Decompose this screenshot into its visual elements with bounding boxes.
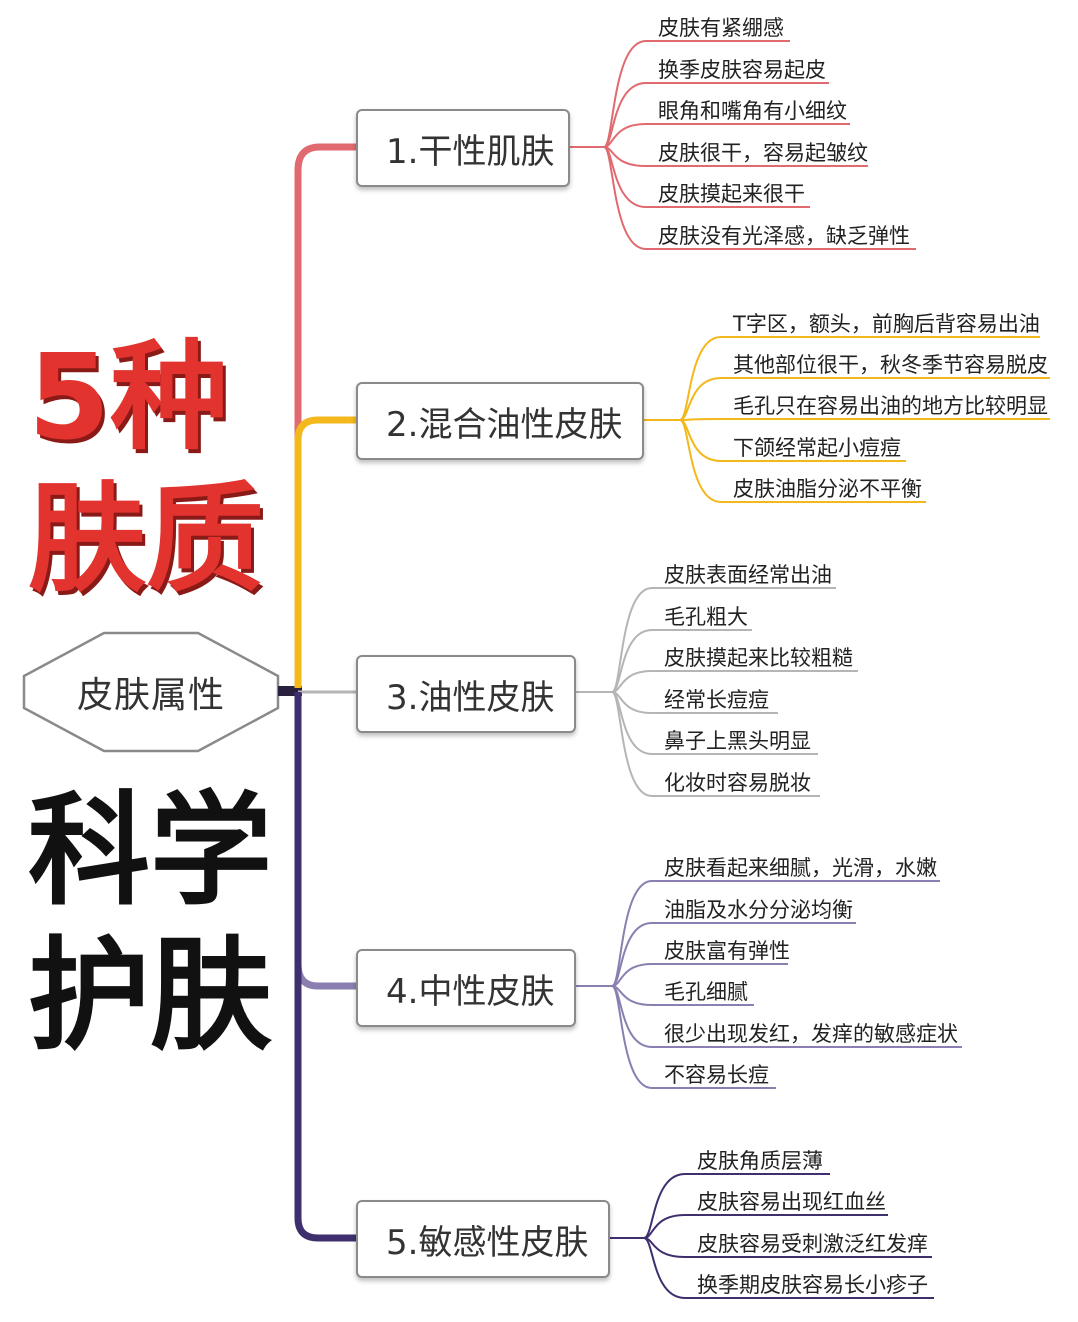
category-neutral-skin: 4.中性皮肤: [356, 949, 576, 1027]
leaf-connector: [611, 985, 776, 1089]
leaf-connector: [603, 146, 916, 250]
leaf-item: 皮肤很干，容易起皱纹: [658, 141, 868, 165]
category-sensitive-skin: 5.敏感性皮肤: [356, 1200, 610, 1278]
leaf-item: 皮肤油脂分泌不平衡: [733, 477, 922, 501]
leaf-connector: [643, 1237, 934, 1299]
leaf-item: 皮肤摸起来很干: [658, 182, 805, 206]
leaf-item: 皮肤没有光泽感，缺乏弹性: [658, 224, 910, 248]
trunk-sensitive: [294, 692, 356, 1242]
leaf-item: 鼻子上黑头明显: [664, 729, 811, 753]
leaf-item: 换季皮肤容易起皮: [658, 58, 826, 82]
leaf-item: 皮肤表面经常出油: [664, 563, 832, 587]
title-line-1: 5种: [28, 328, 229, 466]
leaf-connector: [643, 1214, 888, 1239]
leaf-connector: [611, 880, 940, 987]
title-line-4: 护肤: [28, 925, 272, 1067]
category-combination-skin: 2.混合油性皮肤: [356, 382, 644, 460]
leaf-item: 皮肤容易出现红血丝: [697, 1190, 886, 1214]
leaf-item: 化妆时容易脱妆: [664, 771, 811, 795]
leaf-item: 油脂及水分分泌均衡: [664, 898, 853, 922]
leaf-connector: [611, 629, 752, 693]
leaf-connector: [611, 587, 836, 693]
leaf-connector: [603, 82, 829, 148]
leaf-connector: [643, 1173, 830, 1239]
leaf-item: 眼角和嘴角有小细纹: [658, 99, 847, 123]
trunk-neutral: [294, 692, 356, 990]
leaf-connector: [603, 40, 790, 148]
leaf-connector: [603, 123, 850, 148]
leaf-connector: [611, 691, 820, 797]
leaf-item: 皮肤富有弹性: [664, 939, 790, 963]
category-oily-skin: 3.油性皮肤: [356, 655, 576, 733]
leaf-item: 换季期皮肤容易长小疹子: [697, 1273, 928, 1297]
title-line-3: 科学: [28, 780, 272, 922]
leaf-item: 皮肤看起来细腻，光滑，水嫩: [664, 856, 937, 880]
leaf-connector: [679, 377, 1050, 421]
root-node-shape: [22, 631, 280, 753]
leaf-connector: [611, 963, 788, 987]
title-line-2: 肤质: [28, 470, 265, 608]
leaf-item: 经常长痘痘: [664, 688, 769, 712]
leaf-item: 皮肤有紧绷感: [658, 16, 784, 40]
leaf-item: 皮肤摸起来比较粗糙: [664, 646, 853, 670]
trunk-combination: [294, 416, 356, 688]
trunk-dry: [294, 143, 356, 688]
leaf-connector: [611, 922, 856, 987]
leaf-item: 很少出现发红，发痒的敏感症状: [664, 1022, 958, 1046]
leaf-item: T字区，额头，前胸后背容易出油: [733, 312, 1040, 336]
leaf-item: 毛孔粗大: [664, 605, 748, 629]
leaf-connector: [611, 670, 858, 693]
leaf-item: 其他部位很干，秋冬季节容易脱皮: [733, 353, 1048, 377]
leaf-item: 下颌经常起小痘痘: [733, 436, 901, 460]
root-connector: [278, 686, 302, 696]
category-dry-skin: 1.干性肌肤: [356, 109, 570, 187]
leaf-item: 不容易长痘: [664, 1063, 769, 1087]
leaf-item: 毛孔只在容易出油的地方比较明显: [733, 394, 1048, 418]
leaf-connector: [679, 418, 1050, 421]
leaf-item: 皮肤容易受刺激泛红发痒: [697, 1232, 928, 1256]
root-node-label: 皮肤属性: [76, 675, 225, 716]
leaf-connector: [679, 336, 1040, 421]
leaf-connector: [679, 419, 926, 503]
leaf-item: 皮肤角质层薄: [697, 1149, 823, 1173]
leaf-item: 毛孔细腻: [664, 980, 748, 1004]
